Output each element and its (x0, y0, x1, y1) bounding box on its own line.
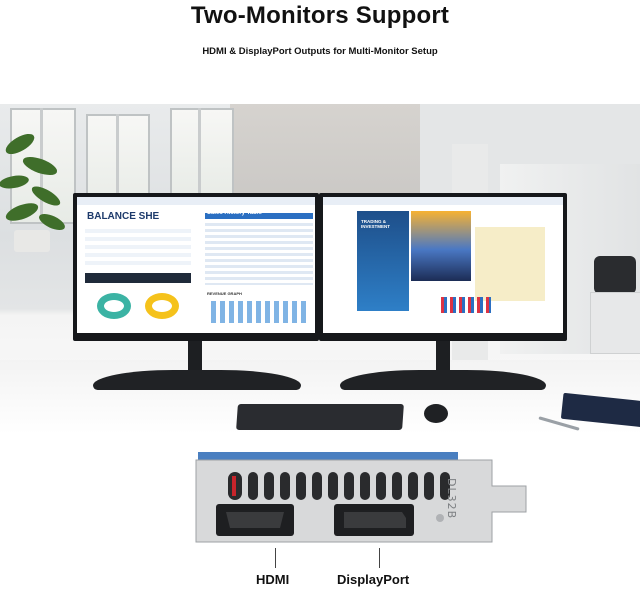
poster-title: TRADING & INVESTMENT (361, 219, 391, 229)
potted-plant (0, 133, 65, 252)
balance-rows (85, 229, 191, 269)
app-ribbon (77, 197, 315, 205)
right-monitor-base (340, 370, 546, 390)
hdmi-label: HDMI (256, 572, 290, 587)
left-monitor-stand (188, 341, 202, 375)
sticky-note-panel (475, 227, 545, 301)
right-monitor-screen: TRADING & INVESTMENT (323, 197, 563, 333)
growth-chart (441, 297, 491, 313)
office-chair (594, 256, 636, 294)
mouse (424, 404, 448, 423)
hdmi-pointer-line (275, 548, 276, 568)
side-desk (590, 292, 640, 354)
graphics-card-bracket (195, 452, 527, 543)
sales-header-bar (205, 213, 313, 219)
bracket-engraving: DL32B (445, 478, 458, 520)
trading-poster (357, 211, 409, 311)
window-mullion (116, 114, 119, 212)
left-monitor-base (93, 370, 301, 390)
displayport-label: DisplayPort (337, 572, 410, 587)
left-monitor: BALANCE SHE Sales History Table REVENUE … (73, 193, 319, 341)
left-monitor-screen: BALANCE SHE Sales History Table REVENUE … (77, 197, 315, 333)
office-scene-photo: BALANCE SHE Sales History Table REVENUE … (0, 104, 640, 434)
displayport-pointer-line (379, 548, 380, 568)
app-ribbon (323, 197, 563, 205)
revenue-graph-title: REVENUE GRAPH (207, 291, 242, 296)
page-subtitle: HDMI & DisplayPort Outputs for Multi-Mon… (202, 46, 438, 57)
revenue-bars (211, 301, 307, 323)
sales-table-title: Sales History Table (207, 210, 262, 216)
window-mullion (198, 108, 201, 198)
sales-table (205, 223, 313, 285)
page-title: Two-Monitors Support (190, 2, 450, 29)
ratio-bar (85, 273, 191, 283)
donut-chart-teal (97, 293, 131, 319)
city-photo (411, 211, 471, 281)
keyboard (236, 404, 404, 430)
right-monitor: TRADING & INVESTMENT (319, 193, 567, 341)
right-monitor-stand (436, 341, 450, 375)
donut-chart-yellow (145, 293, 179, 319)
window-pane (170, 108, 234, 202)
balance-sheet-title: BALANCE SHE (87, 211, 160, 222)
